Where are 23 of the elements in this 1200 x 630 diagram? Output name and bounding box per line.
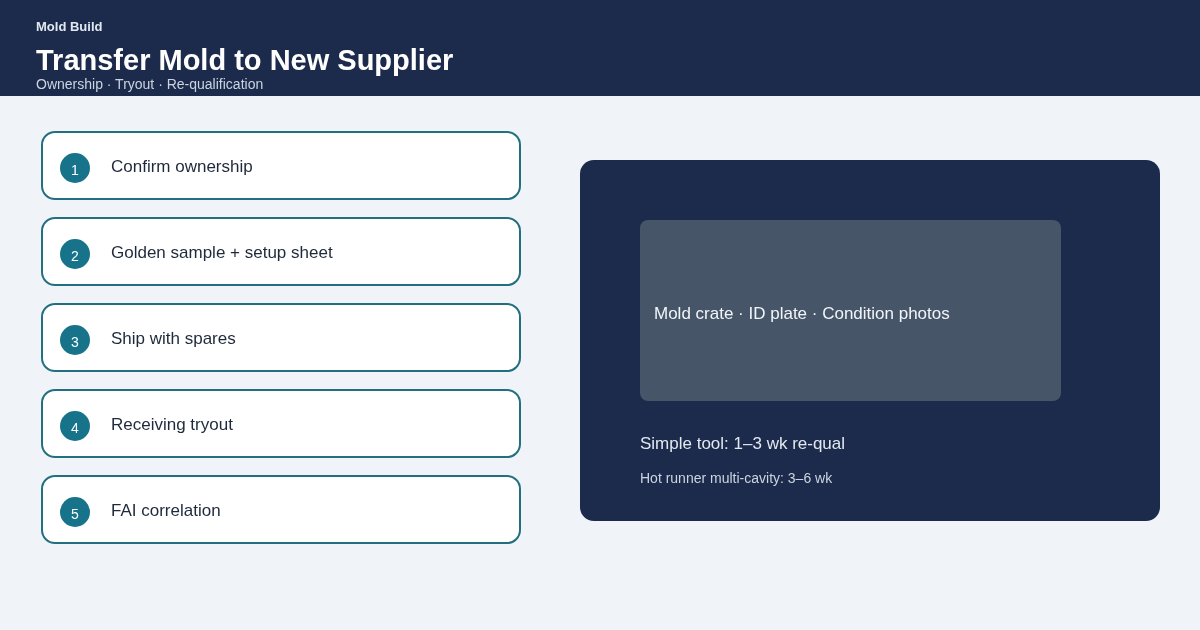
- page-title: Transfer Mold to New Supplier: [36, 43, 454, 78]
- step-label: Confirm ownership: [111, 157, 253, 177]
- subtitle-text: Ownership · Tryout · Re-qualification: [36, 76, 264, 93]
- step-label: Golden sample + setup sheet: [111, 243, 333, 263]
- step-label: Ship with spares: [111, 329, 236, 349]
- step-label: FAI correlation: [111, 501, 221, 521]
- step-number: 4: [60, 411, 90, 441]
- note-text: Simple tool: 1–3 wk re-qual: [640, 434, 846, 454]
- step-label: Receiving tryout: [111, 415, 233, 435]
- step-card: [41, 217, 521, 286]
- step-card: [41, 303, 521, 372]
- eyebrow-text: Mold Build: [36, 19, 103, 34]
- photo-panel: [640, 220, 1061, 401]
- step-number: 5: [60, 497, 90, 527]
- note-text: Hot runner multi-cavity: 3–6 wk: [640, 470, 833, 487]
- info-panel: [580, 160, 1160, 521]
- step-card: [41, 131, 521, 200]
- step-number: 2: [60, 239, 90, 269]
- step-card: [41, 389, 521, 458]
- step-card: [41, 475, 521, 544]
- step-number: 1: [60, 153, 90, 183]
- photo-caption: Mold crate · ID plate · Condition photos: [654, 304, 950, 324]
- step-number: 3: [60, 325, 90, 355]
